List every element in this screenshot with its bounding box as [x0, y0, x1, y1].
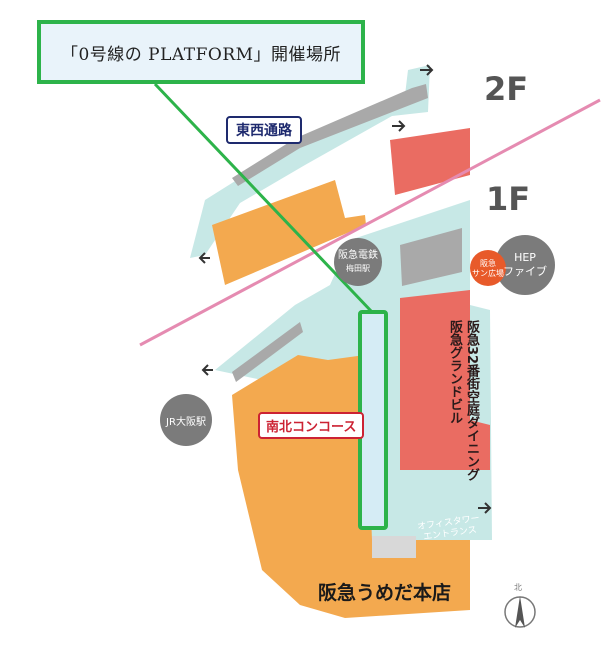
hankyu-station-badge [334, 238, 382, 286]
main-store-label: 阪急うめだ本店 [318, 582, 452, 604]
hankyu-station-label: 阪急電鉄 梅田駅 [338, 250, 378, 273]
direction-arrows [198, 64, 492, 514]
callout-leader-line [153, 82, 374, 314]
north-mark-label: 北 [514, 583, 522, 592]
sun-plaza-badge [470, 250, 506, 286]
jr-station-badge [160, 394, 212, 446]
north-compass-icon [504, 596, 536, 628]
event-callout: 「0号線の PLATFORM」開催場所 [37, 20, 365, 84]
upper-store-area [212, 180, 366, 285]
floor-divider-line [139, 98, 601, 347]
callout-title: 「0号線の PLATFORM」開催場所 [60, 44, 342, 65]
lower-gray-block [232, 322, 303, 382]
hep-five-badge [495, 235, 555, 295]
grand-building-label: 阪急グランドビル 阪急32番街空庭ダイニング [447, 320, 479, 482]
floor-label-1f: 1F [486, 180, 531, 218]
stairs-icon [372, 536, 416, 558]
jr-station-label: JR大阪駅 [166, 417, 206, 428]
grand-building-area [400, 290, 490, 470]
upper-gray-block [232, 84, 428, 186]
east-west-passage-label: 東西通路 [226, 116, 302, 144]
north-south-concourse-label: 南北コンコース [258, 412, 365, 439]
hep-five-label: HEP ファイブ [503, 251, 547, 278]
sun-plaza-label: 阪急 サン広場 [472, 259, 504, 278]
upper-red-building [390, 128, 470, 195]
floor-label-2f: 2F [484, 70, 529, 108]
lower-gray-block-2 [400, 228, 462, 286]
